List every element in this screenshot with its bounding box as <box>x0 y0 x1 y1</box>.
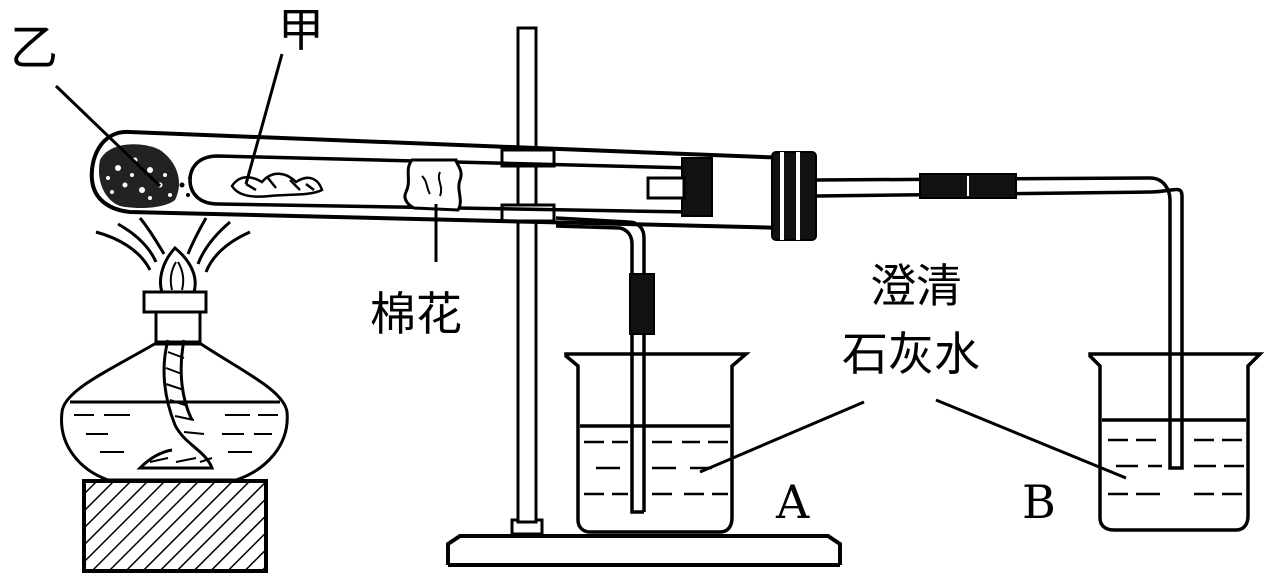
wooden-block <box>82 479 268 573</box>
alcohol-lamp <box>60 290 289 482</box>
beaker-b <box>1088 352 1265 532</box>
lamp-burner <box>142 290 208 314</box>
rubber-connector-a <box>629 273 655 335</box>
leader-limewater-b <box>935 398 1127 480</box>
small-test-tube <box>188 154 691 214</box>
inner-outlet-tube <box>646 176 686 200</box>
cotton-plug <box>403 158 463 212</box>
lamp-wick <box>136 339 215 470</box>
leader-lines <box>54 53 1127 480</box>
lamp-body <box>60 340 289 482</box>
label-beaker-a: A <box>775 475 810 529</box>
stand-rod <box>516 26 538 524</box>
side-arm-tube <box>555 216 646 514</box>
label-yi: 乙 <box>10 20 58 76</box>
substance-jia <box>230 172 324 198</box>
label-cotton: 棉花 <box>370 287 462 341</box>
large-test-tube <box>89 129 789 230</box>
delivery-tube-b <box>815 176 1184 470</box>
leader-yi <box>54 84 162 188</box>
beaker-a <box>564 352 751 534</box>
label-beaker-b: B <box>1022 475 1056 529</box>
substance-yi <box>98 144 192 208</box>
lamp-neck <box>154 310 202 346</box>
lamp-flame <box>95 217 251 294</box>
stand-base <box>446 534 842 565</box>
label-jia: 甲 <box>278 3 324 57</box>
leader-jia <box>244 53 284 185</box>
label-limewater-line1: 澄清 <box>870 259 962 313</box>
label-limewater-line2: 石灰水 <box>842 327 980 381</box>
leader-limewater-a <box>699 400 865 474</box>
outer-stopper <box>771 151 817 241</box>
inner-stopper <box>681 157 713 217</box>
